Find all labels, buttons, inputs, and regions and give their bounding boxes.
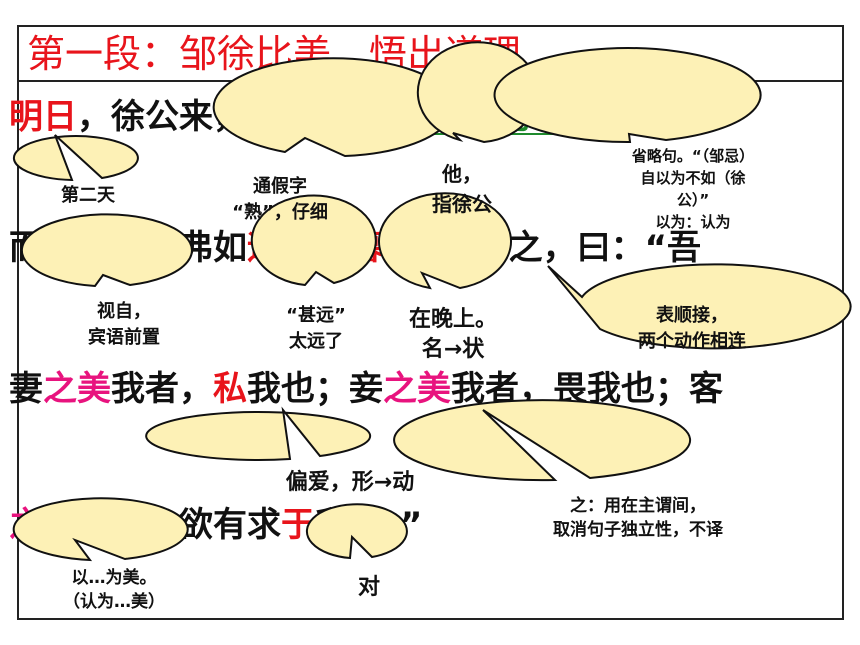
bubble-second-day (12, 134, 139, 182)
bubble-shenyuan (250, 194, 377, 287)
text-line-3-segment: 私 (213, 369, 247, 409)
note-shenglue: 省略句。“（邹忌） 自以为不如（徐 公）” 以为：认为 (631, 147, 755, 231)
note-tongjiazi: 通假字 “熟”，仔细 (232, 176, 328, 223)
text-line-3: 妻之美我者，私我也；妾之美我者，畏我也；客 (9, 367, 723, 411)
text-line-3-segment: 我者， (111, 369, 213, 409)
note-zhi: 之：用在主谓间， 取消句子独立性，不译 (553, 496, 723, 540)
bubble-wanshang (378, 192, 512, 290)
note-shizi: 视自， 宾语前置 (88, 301, 160, 348)
bubble-yiweimei (12, 497, 189, 562)
text-line-3-segment: 妻 (9, 369, 43, 409)
text-line-3-segment: 之美 (43, 369, 111, 409)
note-pianai: 偏爱，形→动 (285, 470, 415, 495)
text-line-1-segment: 明日 (9, 97, 77, 137)
note-shunjie: 表顺接， 两个动作相连 (638, 305, 746, 352)
bubble-shenglue (493, 47, 762, 144)
note-ta: 他， 指徐公 (432, 162, 492, 216)
bubble-shizi (20, 213, 193, 288)
text-line-2-segment: 思之，曰：“吾 (474, 228, 702, 268)
bubble-zhi (393, 399, 692, 482)
note-wanshang: 在晚上。 名→状 (408, 307, 497, 362)
note-shenyuan: “甚远” 太远了 (286, 305, 346, 352)
bubble-pianai (145, 406, 372, 461)
bubble-dui (305, 503, 408, 560)
bubble-shunjie (547, 263, 852, 350)
bubble-tongjiazi (212, 57, 455, 158)
note-dui: 对 (357, 575, 380, 600)
text-line-3-segment: 之美 (383, 369, 451, 409)
text-line-3-segment: 我也；妾 (247, 369, 383, 409)
note-second-day: 第二天 (61, 185, 115, 206)
note-yiweimei: 以…为美。 （认为…美） (63, 568, 165, 612)
